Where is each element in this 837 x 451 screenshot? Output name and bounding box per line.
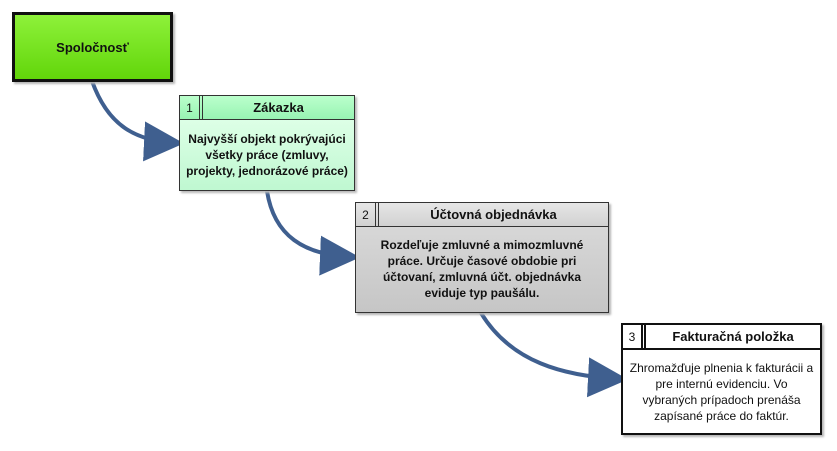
order-node: 1 Zákazka Najvyšší objekt pokrývajúci vš… xyxy=(179,95,355,191)
company-node-label: Spoločnosť xyxy=(56,39,129,55)
billing-item-node-header: 3 Fakturačná položka xyxy=(623,325,820,350)
order-node-number: 1 xyxy=(180,96,200,119)
billing-item-node: 3 Fakturačná položka Zhromažďuje plnenia… xyxy=(621,323,822,435)
accounting-order-node-number-divider xyxy=(376,203,379,226)
order-node-title: Zákazka xyxy=(253,100,304,115)
order-node-description: Najvyšší objekt pokrývajúci všetky práce… xyxy=(180,120,354,190)
order-node-header: 1 Zákazka xyxy=(180,96,354,120)
connector-objednavka-to-polozka xyxy=(479,311,628,398)
billing-item-node-description: Zhromažďuje plnenia k fakturácii a pre i… xyxy=(629,360,814,423)
accounting-order-node-title: Účtovná objednávka xyxy=(430,207,557,222)
order-node-number-divider xyxy=(200,96,203,119)
connector-zakazka-to-objednavka xyxy=(265,189,360,276)
billing-item-node-number-divider xyxy=(643,325,646,348)
accounting-order-node-header: 2 Účtovná objednávka xyxy=(356,203,608,227)
company-node: Spoločnosť xyxy=(12,12,173,82)
connector-root-to-zakazka xyxy=(90,79,184,162)
accounting-order-node-number: 2 xyxy=(356,203,376,226)
billing-item-node-title: Fakturačná položka xyxy=(672,329,794,344)
billing-item-node-number: 3 xyxy=(623,325,643,348)
accounting-order-node: 2 Účtovná objednávka Rozdeľuje zmluvné a… xyxy=(355,202,609,313)
accounting-order-node-description: Rozdeľuje zmluvné a mimozmluvné práce. U… xyxy=(356,227,608,312)
